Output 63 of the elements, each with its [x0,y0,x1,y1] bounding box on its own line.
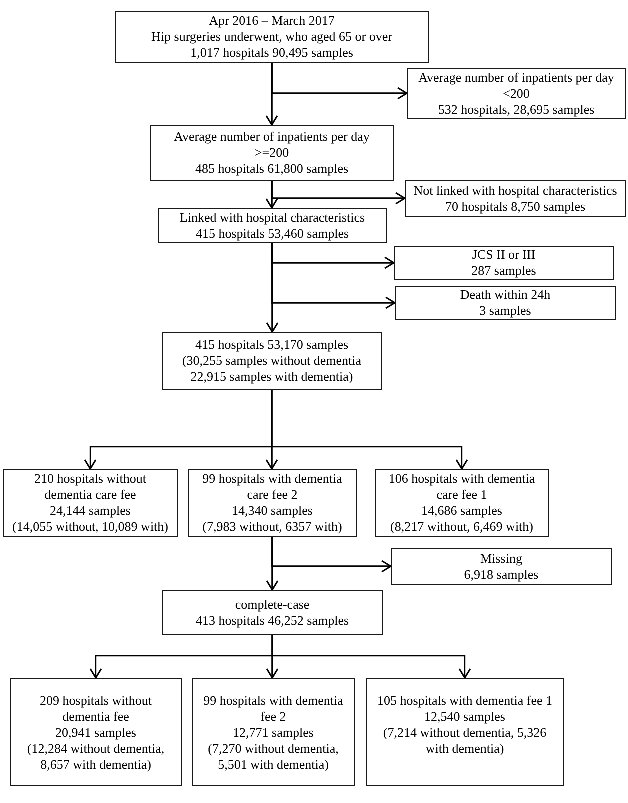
step-text: 415 hospitals 53,170 samples [195,337,349,353]
exclusion-box [394,246,614,280]
step-text: 12,540 samples [424,709,506,725]
process-box [192,678,355,786]
step-text: (7,270 without dementia, 5,501 with dementia) [207,741,340,773]
step-text: 12,771 samples [233,725,314,741]
step-text: Linked with hospital characteristics [180,210,366,226]
exclusion-box [395,286,616,320]
step-text: 105 hospitals with dementia fee 1 [377,693,553,709]
step-text: complete-case [235,596,310,612]
step-text: 99 hospitals with dementia care fee 2 [202,471,344,503]
step-text: 99 hospitals with dementia fee 2 [202,693,344,725]
step-text: (8,217 without, 6,469 with) [390,519,534,535]
step-text: JCS II or III [472,247,536,263]
step-text: 3 samples [480,303,532,319]
step-text: Average number of inpatients per day >=200 [173,129,371,161]
step-text: 6,918 samples [464,566,539,582]
process-box [10,678,182,786]
process-box [188,469,357,537]
process-box [162,332,382,390]
step-text: Apr 2016 – March 2017 [209,13,335,29]
step-text: 415 hospitals 53,460 samples [196,226,350,242]
arrow [266,390,278,470]
exclusion-box [391,548,612,585]
step-text: 413 hospitals 46,252 samples [196,612,350,628]
step-text: (30,255 samples without dementia 22,915 samples with dementia) [181,353,363,385]
step-text: 287 samples [472,263,536,279]
process-box [158,208,387,243]
arrow [272,635,472,679]
process-box [375,469,549,537]
step-text: 210 hospitals without dementia care fee [34,471,148,503]
step-text: 14,340 samples [232,503,313,519]
process-box [115,11,429,63]
arrow [266,537,279,591]
step-text: (12,284 without dementia, 8,657 with dementia) [27,741,165,773]
step-text: 1,017 hospitals 90,495 samples [190,45,354,61]
step-text: 485 hospitals 61,800 samples [195,161,349,177]
step-text: 70 hospitals 8,750 samples [445,198,586,214]
step-text: 106 hospitals with dementia care fee 1 [388,471,536,503]
step-text: (7,214 without dementia, 5,326 with dementia) [382,725,548,757]
arrow [271,390,468,470]
step-text: Not linked with hospital characteristics [414,182,618,198]
step-text: 532 hospitals, 28,695 samples [438,102,595,118]
process-box [150,125,394,181]
step-text: (14,055 without, 10,089 with) [12,519,168,535]
step-text: Average number of inpatients per day <200 [418,70,616,102]
exclusion-box [405,180,626,217]
arrow [266,63,278,126]
arrow [266,243,279,333]
step-text: Hip surgeries underwent, who aged 65 or over [152,29,392,45]
arrow [266,181,278,209]
step-text: 20,941 samples [56,725,136,741]
exclusion-box [407,68,626,119]
step-text: 14,686 samples [422,503,502,519]
step-text: Death within 24h [460,287,551,303]
process-box [162,590,383,635]
arrow [266,635,279,679]
step-text: 24,144 samples [50,503,131,519]
step-text: Missing [480,550,522,566]
process-box [3,469,178,537]
step-text: 209 hospitals without dementia fee [39,693,153,725]
process-box [366,678,564,786]
step-text: (7,983 without, 6357 with) [202,519,342,535]
